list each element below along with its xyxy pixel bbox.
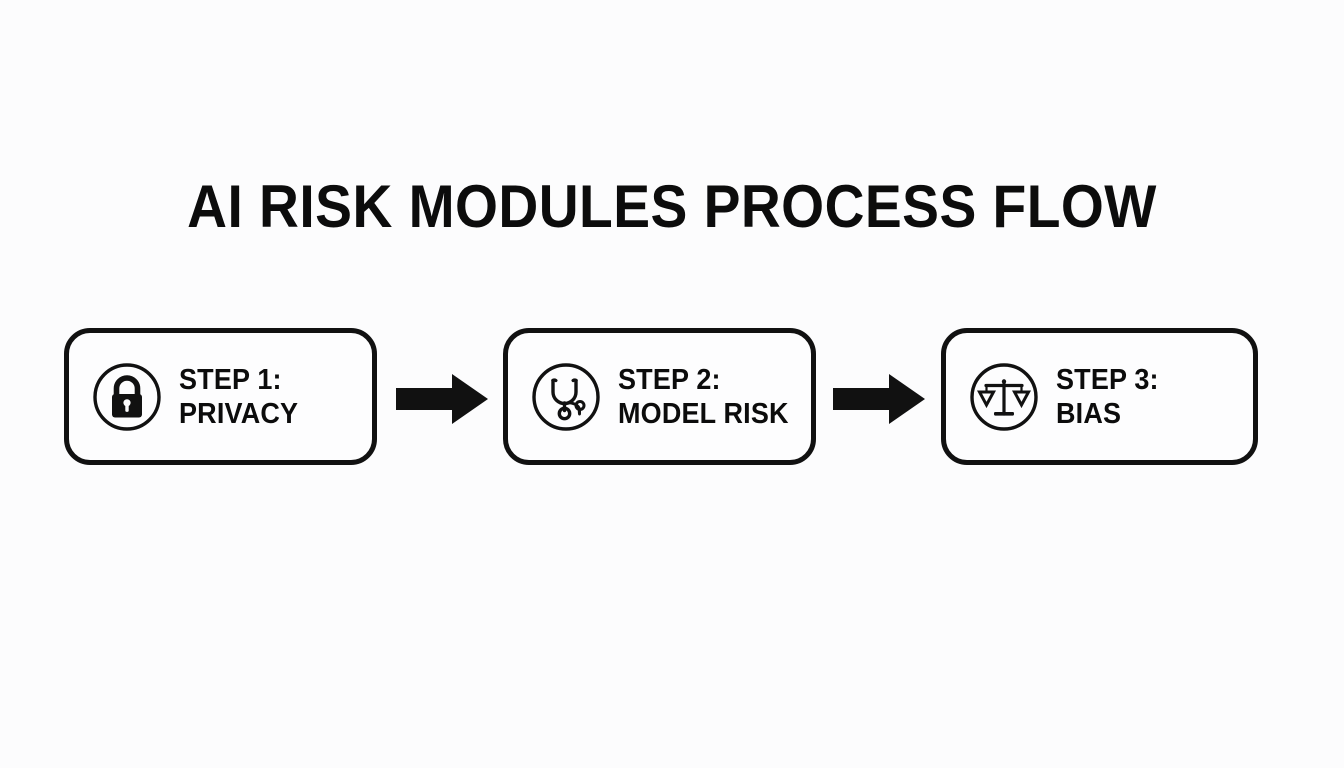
step-line-2: BIAS [1056,397,1122,430]
step-label-3: STEP 3: BIAS [1056,363,1239,431]
step-label-2: STEP 2: MODEL RISK [618,363,797,431]
arrow-right-icon [833,374,925,424]
step-line-2: PRIVACY [179,397,299,430]
lock-circle-icon [91,361,163,433]
step-box-3[interactable]: STEP 3: BIAS [941,328,1258,465]
step-label-1: STEP 1: PRIVACY [179,363,358,431]
balance-scales-circle-icon [968,361,1040,433]
step-line-1: STEP 3: [1056,363,1159,396]
step-box-1[interactable]: STEP 1: PRIVACY [64,328,377,465]
page-title: AI RISK MODULES PROCESS FLOW [187,173,1157,240]
step-line-2: MODEL RISK [618,397,789,430]
arrow-right-icon [396,374,488,424]
step-line-1: STEP 2: [618,363,721,396]
process-flow-row: STEP 1: PRIVACY [0,328,1344,468]
stethoscope-circle-icon [530,361,602,433]
step-box-2[interactable]: STEP 2: MODEL RISK [503,328,816,465]
step-line-1: STEP 1: [179,363,282,396]
